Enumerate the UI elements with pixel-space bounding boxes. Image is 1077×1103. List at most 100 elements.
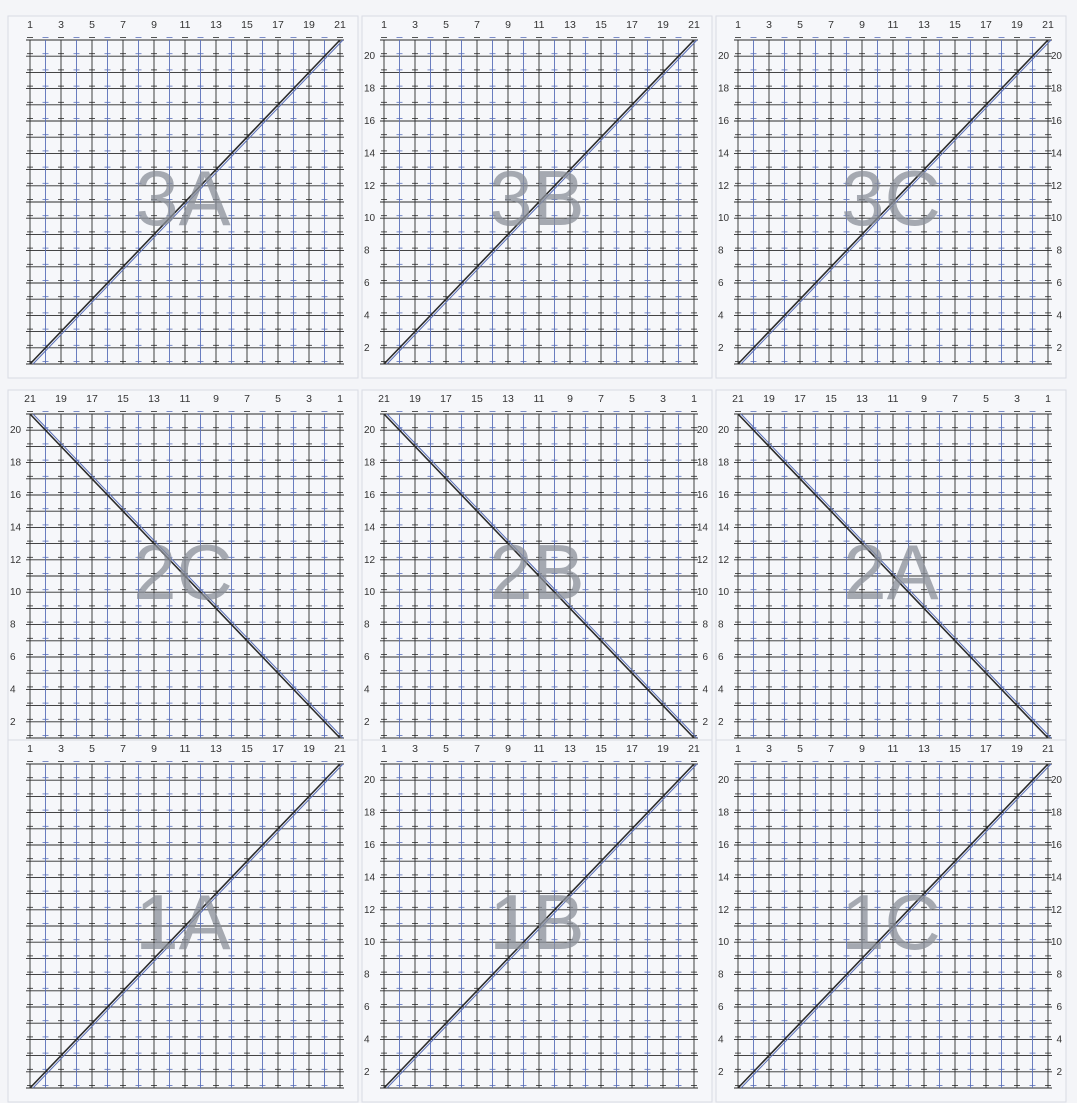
column-number: 11 [888, 393, 899, 405]
column-number: 15 [949, 743, 961, 755]
column-number: 13 [148, 393, 160, 405]
panel-3c: 1357911131517192124681012141618202468101… [716, 16, 1066, 378]
row-number: 4 [718, 684, 724, 695]
column-number: 15 [595, 743, 607, 755]
column-number: 1 [1045, 393, 1051, 405]
row-number: 18 [364, 808, 376, 819]
row-number: 12 [10, 555, 22, 566]
column-number: 9 [505, 743, 511, 755]
column-number: 13 [918, 19, 930, 31]
row-number: 14 [364, 872, 376, 883]
column-number: 19 [1011, 19, 1023, 31]
row-number: 14 [718, 522, 730, 533]
column-number: 7 [474, 19, 480, 31]
column-number: 5 [629, 393, 635, 405]
row-number: 12 [697, 555, 709, 566]
column-number: 15 [825, 393, 837, 405]
column-number: 1 [381, 743, 387, 755]
row-number: 6 [364, 1002, 370, 1013]
row-number: 14 [364, 522, 376, 533]
row-number: 20 [364, 51, 376, 62]
column-number: 7 [952, 393, 958, 405]
column-number: 15 [595, 19, 607, 31]
row-number: 6 [702, 652, 708, 663]
row-number: 10 [364, 937, 376, 948]
row-number: 4 [1056, 310, 1062, 321]
column-number: 13 [564, 743, 576, 755]
column-number: 9 [505, 19, 511, 31]
row-number: 2 [718, 717, 724, 728]
row-number: 8 [718, 620, 724, 631]
row-number: 2 [718, 343, 724, 354]
row-number: 12 [364, 905, 376, 916]
row-number: 4 [718, 1034, 724, 1045]
column-number: 3 [412, 743, 418, 755]
column-number: 13 [918, 743, 930, 755]
row-number: 14 [10, 522, 22, 533]
column-number: 5 [89, 19, 95, 31]
row-number: 6 [718, 278, 724, 289]
row-number: 4 [1056, 1034, 1062, 1045]
row-number: 16 [364, 116, 376, 127]
column-number: 21 [1042, 743, 1054, 755]
row-number: 18 [364, 84, 376, 95]
column-number: 21 [24, 393, 36, 405]
row-number: 6 [718, 652, 724, 663]
row-number: 20 [1051, 775, 1063, 786]
column-number: 5 [797, 743, 803, 755]
row-number: 10 [718, 937, 730, 948]
row-number: 4 [364, 310, 370, 321]
column-number: 17 [980, 743, 992, 755]
column-number: 13 [856, 393, 868, 405]
column-number: 13 [564, 19, 576, 31]
row-number: 4 [702, 684, 708, 695]
column-number: 21 [378, 393, 390, 405]
column-number: 19 [303, 743, 315, 755]
column-number: 3 [412, 19, 418, 31]
column-number: 21 [732, 393, 744, 405]
row-number: 20 [364, 425, 376, 436]
column-number: 15 [117, 393, 129, 405]
row-number: 12 [364, 555, 376, 566]
row-number: 14 [1051, 148, 1063, 159]
row-number: 8 [10, 620, 16, 631]
row-number: 6 [364, 278, 370, 289]
row-number: 16 [697, 490, 709, 501]
row-number: 10 [10, 587, 22, 598]
row-number: 10 [718, 213, 730, 224]
column-number: 21 [688, 19, 700, 31]
column-number: 7 [598, 393, 604, 405]
row-number: 6 [1056, 1002, 1062, 1013]
column-number: 15 [949, 19, 961, 31]
column-number: 17 [86, 393, 98, 405]
row-number: 2 [364, 1067, 370, 1078]
column-number: 5 [89, 743, 95, 755]
row-number: 16 [364, 490, 376, 501]
row-number: 18 [718, 458, 730, 469]
column-number: 19 [303, 19, 315, 31]
row-number: 16 [718, 490, 730, 501]
column-number: 1 [691, 393, 697, 405]
row-number: 12 [1051, 181, 1063, 192]
column-number: 17 [980, 19, 992, 31]
row-number: 16 [718, 840, 730, 851]
row-number: 8 [1056, 970, 1062, 981]
row-number: 14 [364, 148, 376, 159]
row-number: 4 [364, 1034, 370, 1045]
column-number: 3 [58, 19, 64, 31]
row-number: 8 [718, 246, 724, 257]
column-number: 7 [474, 743, 480, 755]
column-number: 19 [409, 393, 421, 405]
row-number: 2 [364, 343, 370, 354]
column-number: 5 [983, 393, 989, 405]
row-number: 2 [718, 1067, 724, 1078]
column-number: 9 [567, 393, 573, 405]
row-number: 10 [697, 587, 709, 598]
column-number: 9 [921, 393, 927, 405]
column-number: 1 [735, 743, 741, 755]
panel-label: 1A [135, 878, 230, 966]
row-number: 4 [364, 684, 370, 695]
row-number: 18 [718, 84, 730, 95]
row-number: 14 [718, 148, 730, 159]
